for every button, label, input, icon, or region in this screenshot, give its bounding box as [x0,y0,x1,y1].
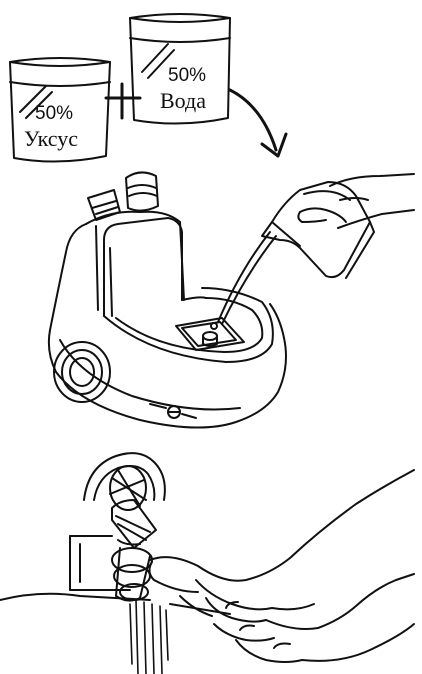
vinegar-name-label: Уксус [24,128,78,150]
steamer-tank [49,172,286,427]
pouring-hand [262,174,414,278]
plus-icon [106,84,140,118]
rinsing-hand [149,470,414,662]
nozzle-rinse [0,453,230,614]
vinegar-percent-label: 50% [35,104,73,123]
water-percent-label: 50% [168,66,206,85]
water-name-label: Вода [160,90,206,112]
curved-arrow-icon [230,90,286,156]
running-water [130,600,168,674]
